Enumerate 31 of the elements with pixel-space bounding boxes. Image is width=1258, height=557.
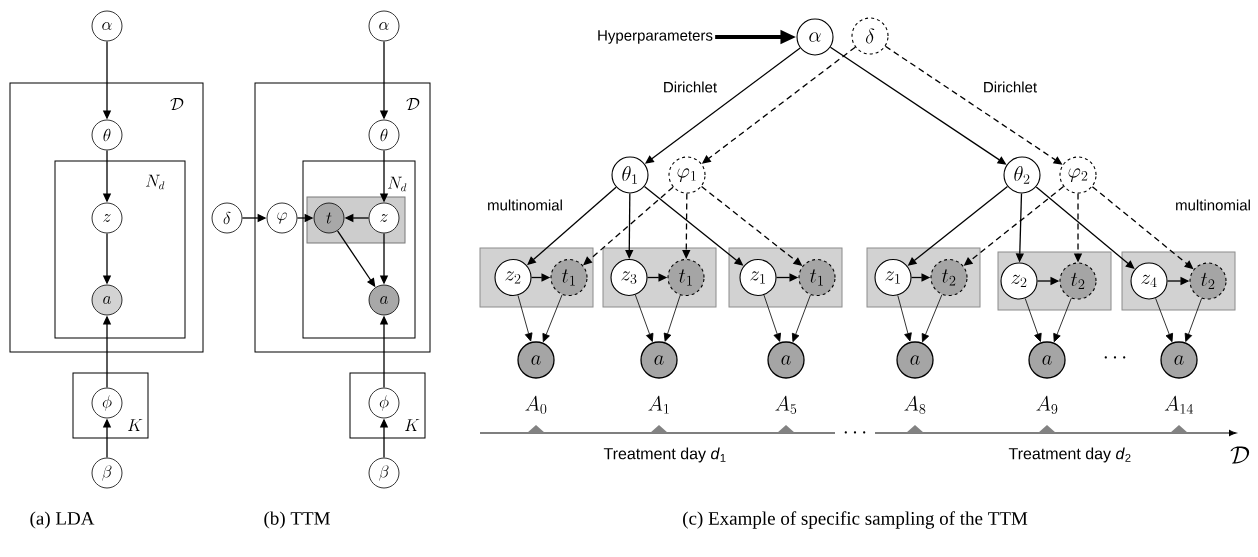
arrow [517,294,533,342]
arrow [542,294,563,343]
annotation-text: Dirichlet [664,81,717,93]
arrow [663,294,681,342]
annotation-text: multinomial [488,199,562,211]
annotation-text: Dirichlet [984,81,1037,93]
math-label: $A_8$ [904,395,926,414]
math-label: $\cdots$ [1104,356,1126,359]
node-label: Hyperparameters [598,30,713,44]
arrow [1184,298,1202,342]
math-label: $A_1$ [648,395,669,414]
subfigure-caption: (c) Example of specific sampling of the TTM [683,511,1028,529]
arrow [1155,297,1173,343]
annotation-text: multinomial [1176,199,1250,211]
subfigure-caption: (b) TTM [264,511,330,529]
math-label: $A_5$ [775,395,797,414]
math-label: $A_9$ [1036,395,1058,414]
subfigure-caption: (a) LDA [30,511,95,529]
arrow [791,294,811,343]
arrow [1024,298,1042,342]
arrow [634,294,654,342]
annotation-text: Treatment day d$_{2}$ [1008,447,1131,463]
arrow [1053,297,1072,343]
arrow [921,294,943,343]
arrow [763,294,781,342]
math-label: $\mathcal{D}$ [1230,446,1250,464]
math-label: $A_0$ [525,395,547,414]
math-label: $\cdots$ [844,431,866,434]
arrow [897,295,912,342]
annotation-text: Treatment day d$_{1}$ [603,447,726,463]
math-label: $A_{14}$ [1164,395,1193,414]
